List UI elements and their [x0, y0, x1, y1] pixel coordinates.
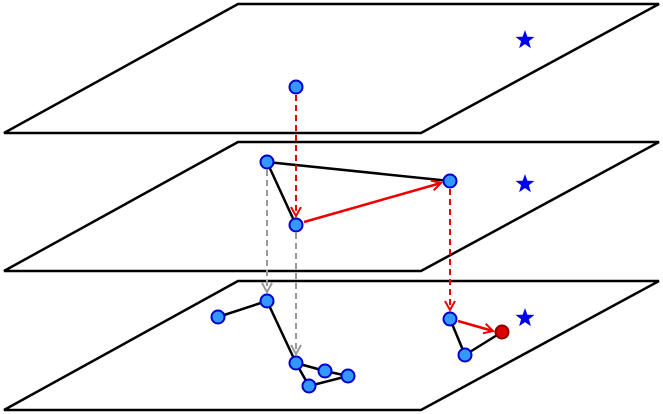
graph-node [317, 363, 333, 379]
graph-node-result [494, 324, 510, 340]
graph-node [442, 311, 458, 327]
graph-node [259, 154, 275, 170]
graph-node [210, 309, 226, 325]
graph-edge [266, 160, 451, 183]
graph-node [301, 378, 317, 394]
graph-node [457, 347, 473, 363]
graph-node [288, 217, 304, 233]
search-edge [303, 183, 441, 224]
star-icon [515, 174, 535, 193]
graph-edge [217, 299, 268, 319]
star-icon [515, 30, 535, 49]
graph-node [288, 355, 304, 371]
graph-node [442, 173, 458, 189]
layer-plane-top [3, 2, 660, 135]
star-icon [515, 308, 535, 327]
graph-node [340, 368, 356, 384]
layer-plane-middle [3, 140, 660, 273]
graph-node-entry [288, 79, 304, 95]
search-edge [457, 319, 493, 331]
layer-plane-bottom [3, 279, 660, 412]
graph-node [259, 293, 275, 309]
